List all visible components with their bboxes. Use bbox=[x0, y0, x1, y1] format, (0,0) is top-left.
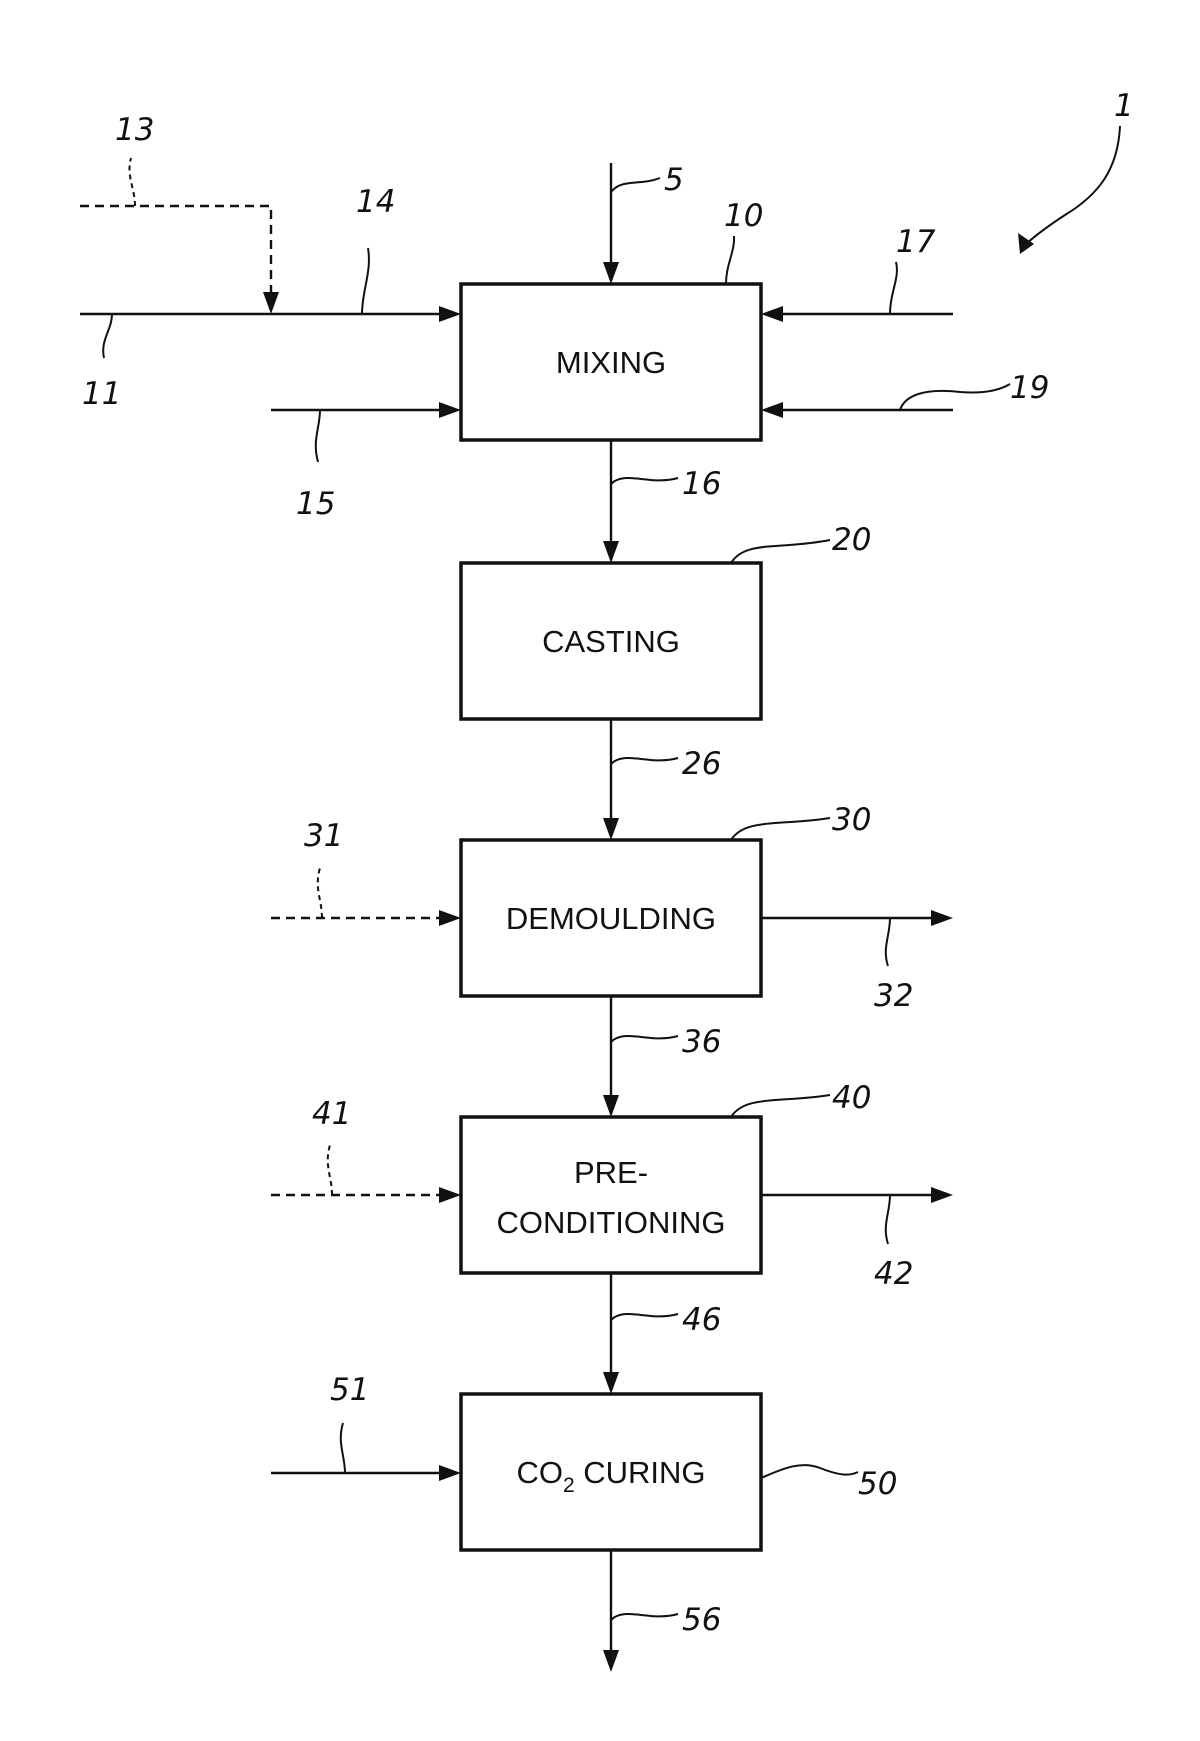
stream-31-arrowhead bbox=[439, 910, 461, 926]
stream-15-arrowhead bbox=[439, 402, 461, 418]
stream-26-leader bbox=[610, 757, 679, 765]
ref-14: 14 bbox=[356, 184, 395, 220]
stream-17-leader bbox=[889, 261, 898, 315]
ref-11: 11 bbox=[82, 376, 121, 412]
stream-41-leader bbox=[326, 1144, 333, 1196]
ref-19: 19 bbox=[1010, 370, 1049, 406]
stream-32-arrowhead bbox=[931, 910, 953, 926]
demoulding-ref-leader bbox=[730, 817, 831, 841]
ref-10: 10 bbox=[724, 198, 763, 234]
stream-11-arrowhead bbox=[439, 306, 461, 322]
stream-5-arrowhead bbox=[603, 262, 619, 284]
ref-5: 5 bbox=[664, 162, 684, 198]
stream-26-arrowhead bbox=[603, 818, 619, 840]
ref-51: 51 bbox=[330, 1372, 369, 1408]
casting-ref-leader bbox=[730, 539, 831, 564]
co2-curing-box bbox=[459, 1392, 763, 1552]
stream-36-arrowhead bbox=[603, 1095, 619, 1117]
stream-11-leader bbox=[102, 313, 113, 359]
mixing-box bbox=[459, 282, 763, 442]
stream-15-leader bbox=[314, 409, 321, 463]
stream-5-leader bbox=[610, 177, 661, 193]
ref-16: 16 bbox=[682, 466, 721, 502]
stream-13-line bbox=[80, 204, 273, 296]
stream-51-arrowhead bbox=[439, 1465, 461, 1481]
ref-20: 20 bbox=[832, 522, 871, 558]
stream-19-leader bbox=[899, 383, 1011, 411]
figure-pointer-arrowhead bbox=[1018, 233, 1034, 254]
ref-17: 17 bbox=[896, 224, 936, 260]
ref-31: 31 bbox=[304, 818, 343, 854]
ref-41: 41 bbox=[312, 1096, 351, 1132]
figure-number: 1 bbox=[1114, 88, 1134, 124]
ref-56: 56 bbox=[682, 1602, 721, 1638]
co2-curing-ref-leader bbox=[760, 1464, 859, 1479]
stream-56-arrowhead bbox=[603, 1650, 619, 1672]
stream-51-leader bbox=[339, 1422, 346, 1474]
mixing-label: MIXING bbox=[556, 345, 666, 380]
ref-26: 26 bbox=[682, 746, 721, 782]
stream-56-leader bbox=[610, 1613, 679, 1621]
stream-32-leader bbox=[884, 917, 891, 967]
stream-46-leader bbox=[610, 1313, 679, 1321]
demoulding-label: DEMOULDING bbox=[506, 901, 716, 936]
ref-42: 42 bbox=[874, 1256, 913, 1292]
ref-36: 36 bbox=[682, 1024, 721, 1060]
stream-16-leader bbox=[610, 477, 679, 485]
casting-label: CASTING bbox=[542, 624, 680, 659]
co2-curing-label: CO2 CURING bbox=[516, 1455, 705, 1497]
casting-box bbox=[459, 561, 763, 721]
stream-31-leader bbox=[316, 867, 323, 919]
ref-40: 40 bbox=[832, 1080, 871, 1116]
stream-36-leader bbox=[610, 1035, 679, 1043]
stream-17-arrowhead bbox=[761, 306, 783, 322]
stream-46-arrowhead bbox=[603, 1372, 619, 1394]
preconditioning-ref-leader bbox=[730, 1094, 831, 1118]
figure-pointer-line bbox=[1025, 125, 1121, 245]
ref-15: 15 bbox=[296, 486, 335, 522]
stream-41-arrowhead bbox=[439, 1187, 461, 1203]
stream-14-leader bbox=[361, 247, 370, 315]
stream-16-arrowhead bbox=[603, 541, 619, 563]
preconditioning-label-line1: PRE- bbox=[574, 1155, 648, 1190]
ref-32: 32 bbox=[874, 978, 913, 1014]
ref-13: 13 bbox=[115, 112, 154, 148]
ref-50: 50 bbox=[858, 1466, 897, 1502]
ref-30: 30 bbox=[832, 802, 871, 838]
stream-13-leader bbox=[128, 157, 136, 207]
stream-19-arrowhead bbox=[761, 402, 783, 418]
stream-13-arrowhead bbox=[263, 292, 279, 314]
stream-42-arrowhead bbox=[931, 1187, 953, 1203]
mixing-ref-leader bbox=[725, 235, 736, 285]
preconditioning-label-line2: CONDITIONING bbox=[496, 1205, 725, 1240]
ref-46: 46 bbox=[682, 1302, 721, 1338]
preconditioning-box bbox=[459, 1115, 763, 1275]
stream-42-leader bbox=[884, 1194, 891, 1245]
